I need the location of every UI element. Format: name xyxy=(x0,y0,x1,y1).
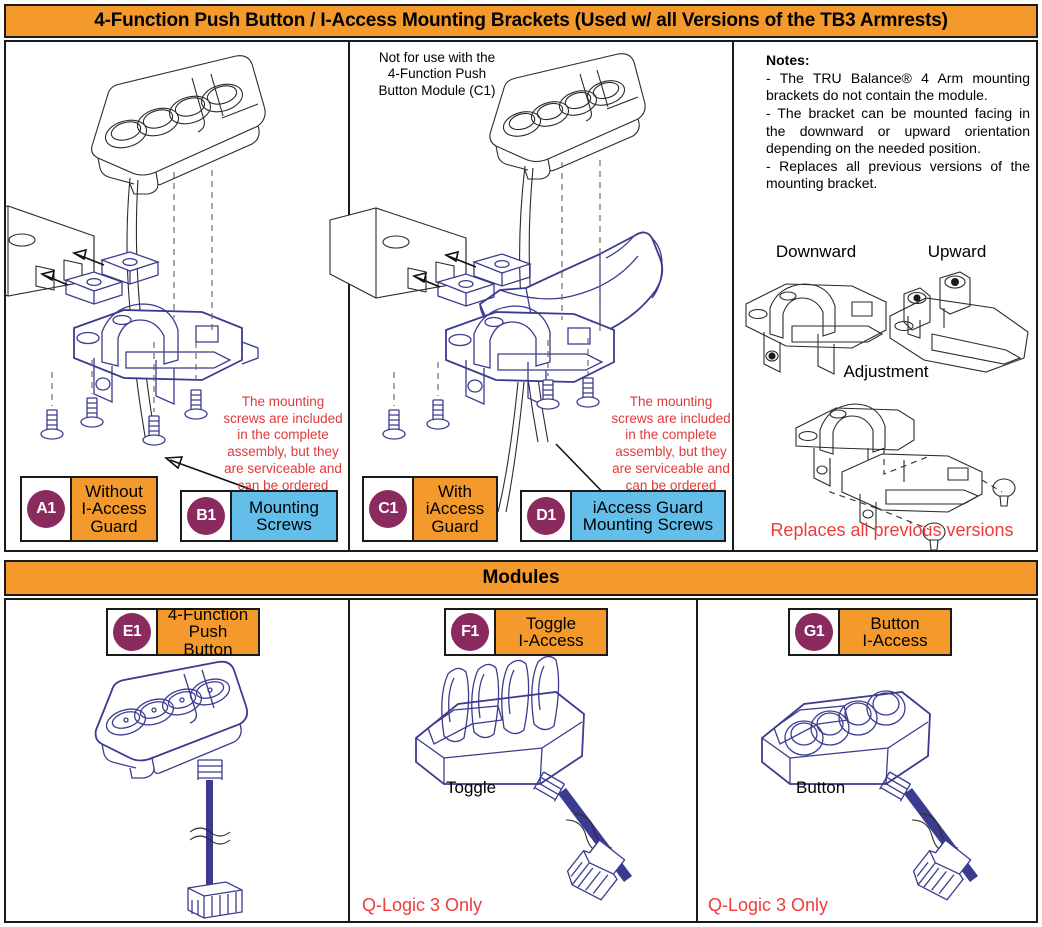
spacer-blocks xyxy=(63,251,161,305)
insertion-arrows xyxy=(39,248,105,286)
notes-line-3: - Replaces all previous versions of the … xyxy=(766,157,1030,192)
page-title: 4-Function Push Button / I-Access Mounti… xyxy=(4,4,1038,38)
insertion-arrows-2 xyxy=(411,250,477,288)
caption-upward: Upward xyxy=(927,242,987,261)
callout-d1-badge: D1 xyxy=(522,492,570,540)
callout-f1[interactable]: F1 Toggle I-Access xyxy=(444,608,608,656)
callout-e1-label: 4-Function Push Button xyxy=(156,606,258,658)
notes-footer-red: Replaces all previous versions xyxy=(770,520,1014,540)
toggle-levers xyxy=(441,655,560,743)
spacer-blocks-2 xyxy=(435,253,533,307)
callout-a1-label: Without I-Access Guard xyxy=(70,478,156,540)
callout-g1-label: Button I-Access xyxy=(838,610,950,654)
panel-divider-2 xyxy=(732,42,734,550)
mounting-bracket-illustration xyxy=(73,303,259,406)
callout-d1-label: iAccess Guard Mounting Screws xyxy=(570,492,724,540)
callout-a1-id: A1 xyxy=(27,490,65,528)
callout-e1-id: E1 xyxy=(113,613,151,651)
push-button-module-illustration-2 xyxy=(489,53,646,180)
armrest-tube-illustration-2 xyxy=(329,207,467,299)
callout-g1-badge: G1 xyxy=(790,610,838,654)
callout-c1-label: With iAccess Guard xyxy=(412,478,496,540)
round-buttons xyxy=(784,690,906,756)
assembly-drawing-with-guard xyxy=(329,53,664,513)
module-g1-illustration xyxy=(761,690,978,901)
bracket-upward-illustration xyxy=(889,271,1029,373)
middle-panel-top-note: Not for use with the 4-Function Push But… xyxy=(378,50,496,98)
module-divider-2 xyxy=(696,600,698,921)
callout-a1[interactable]: A1 Without I-Access Guard xyxy=(20,476,158,542)
module-connector-g1 xyxy=(912,839,972,901)
callout-c1-id: C1 xyxy=(369,490,407,528)
callout-g1-id: G1 xyxy=(795,613,833,651)
caption-adjustment: Adjustment xyxy=(843,362,929,381)
panel-divider-1 xyxy=(348,42,350,550)
callout-c1[interactable]: C1 With iAccess Guard xyxy=(362,476,498,542)
callout-b1-id: B1 xyxy=(187,497,225,535)
modules-section-title: Modules xyxy=(4,560,1038,596)
module-divider-1 xyxy=(348,600,350,921)
module-f1-part-caption: Toggle xyxy=(446,778,497,797)
callout-b1[interactable]: B1 Mounting Screws xyxy=(180,490,338,542)
callout-f1-badge: F1 xyxy=(446,610,494,654)
callout-f1-id: F1 xyxy=(451,613,489,651)
callout-g1[interactable]: G1 Button I-Access xyxy=(788,608,952,656)
push-button-module-illustration xyxy=(91,55,266,195)
modules-section: E1 4-Function Push Button F1 Toggle I-Ac… xyxy=(4,598,1038,923)
alignment-guides-2 xyxy=(393,160,601,406)
module-g1-part-caption: Button xyxy=(796,778,846,797)
module-f1-illustration xyxy=(415,655,632,901)
mounting-bracket-illustration-2 xyxy=(445,305,615,408)
module-connector xyxy=(187,881,243,919)
callout-e1[interactable]: E1 4-Function Push Button xyxy=(106,606,260,658)
callout-f1-label: Toggle I-Access xyxy=(494,610,606,654)
assembly-drawing-without-guard xyxy=(6,55,303,509)
armrest-tube-illustration xyxy=(6,205,95,297)
top-section: The mounting screws are included in the … xyxy=(4,40,1038,552)
module-g1-footer: Q-Logic 3 Only xyxy=(708,895,829,915)
callout-c1-badge: C1 xyxy=(364,478,412,540)
callout-d1[interactable]: D1 iAccess Guard Mounting Screws xyxy=(520,490,726,542)
callout-d1-id: D1 xyxy=(527,497,565,535)
callout-a1-badge: A1 xyxy=(22,478,70,540)
alignment-guides xyxy=(51,170,213,412)
callout-b1-label: Mounting Screws xyxy=(230,492,336,540)
notes-heading: Notes: xyxy=(766,52,810,68)
notes-block: Notes: - The TRU Balance® 4 Arm mounting… xyxy=(766,52,1030,193)
callout-e1-badge: E1 xyxy=(108,610,156,654)
bracket-adjustment-illustration xyxy=(795,403,1016,550)
module-e1-illustration xyxy=(94,660,249,919)
mounting-screws xyxy=(40,389,208,446)
callout-b1-badge: B1 xyxy=(182,492,230,540)
notes-line-2: - The bracket can be mounted facing in t… xyxy=(766,104,1030,157)
iaccess-guard-mounting-screws xyxy=(382,377,600,440)
notes-line-1: - The TRU Balance® 4 Arm mounting bracke… xyxy=(766,69,1030,104)
module-f1-footer: Q-Logic 3 Only xyxy=(362,895,483,915)
bracket-orientation-drawings xyxy=(745,271,1029,550)
module-connector-f1 xyxy=(566,839,626,901)
caption-downward: Downward xyxy=(775,242,857,261)
middle-panel-red-note: The mounting screws are included in the … xyxy=(611,394,731,509)
left-panel-red-note: The mounting screws are included in the … xyxy=(223,394,343,509)
bracket-downward-illustration xyxy=(745,283,887,375)
